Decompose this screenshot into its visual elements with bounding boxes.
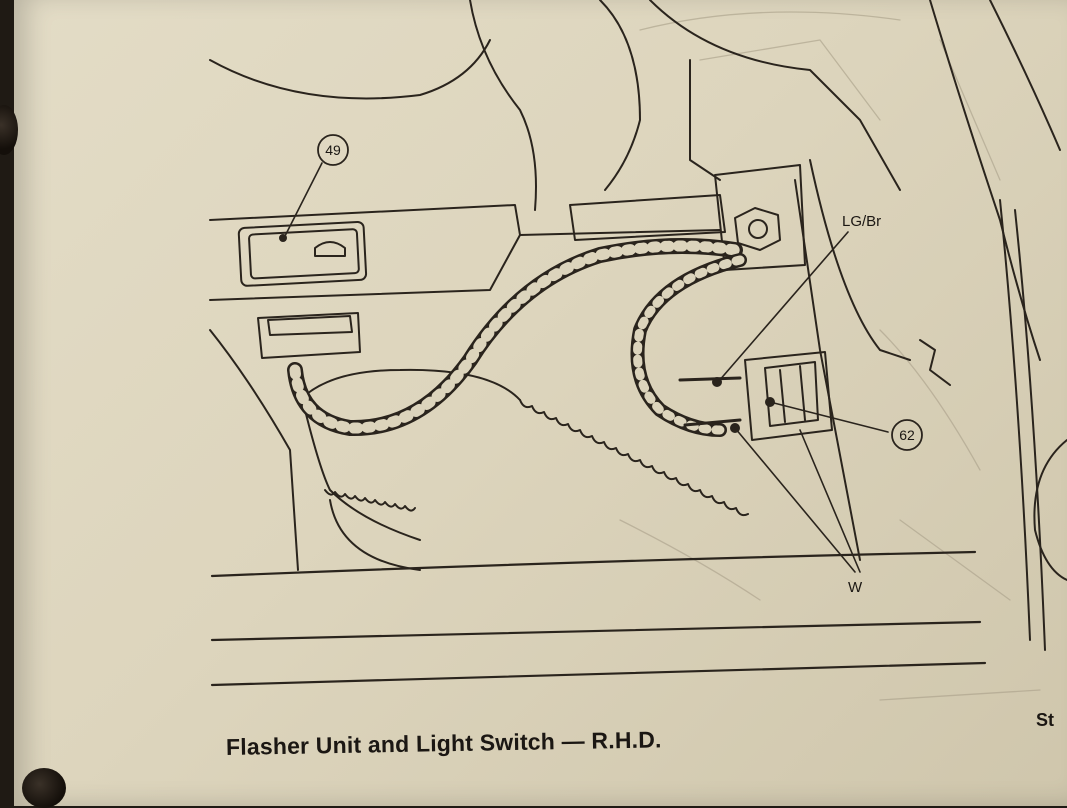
duct-lower-wall — [329, 499, 421, 571]
side-contour — [929, 0, 1041, 361]
leader-49 — [283, 162, 323, 239]
corner-text: St — [1036, 710, 1054, 730]
mount-nut-icon — [734, 207, 781, 251]
flasher-bracket — [569, 194, 726, 241]
light-switch-face — [248, 228, 360, 280]
callout-62-circle — [891, 419, 923, 451]
bracket-post — [689, 59, 721, 181]
light-switch-body — [237, 220, 368, 287]
label-w: W — [848, 579, 863, 596]
rail-bar — [519, 229, 721, 236]
leader-w-a — [734, 427, 856, 573]
heater-duct-body — [304, 409, 421, 541]
left-housing — [209, 329, 299, 571]
pillar-line-2 — [809, 159, 911, 361]
wire-lead-upper — [678, 376, 742, 382]
heater-duct-corrugation — [324, 489, 416, 512]
rule-line-1 — [210, 550, 977, 578]
label-lgbr: LG/Br — [842, 213, 881, 230]
small-clip — [919, 339, 951, 386]
wire-lead-lower — [683, 418, 742, 427]
headlamp-symbol-icon — [314, 241, 346, 257]
dash-arc-right — [469, 0, 537, 211]
leader-62 — [769, 401, 889, 433]
binder-hole-top — [0, 105, 18, 155]
manual-page — [14, 0, 1067, 806]
dash-arc-left — [209, 39, 491, 100]
round-part-edge — [1033, 439, 1067, 581]
callout-49-number: 49 — [325, 142, 341, 158]
callout-62-number: 62 — [899, 427, 915, 443]
right-rail — [999, 199, 1031, 641]
connector-block — [744, 351, 833, 441]
wiring-loom — [287, 238, 747, 437]
steering-column — [599, 0, 641, 191]
connector-rib — [779, 365, 806, 423]
show-through-lines — [619, 11, 1041, 701]
mount-block — [257, 312, 361, 359]
panel-edge — [649, 0, 901, 191]
heater-duct-corrugation-2 — [519, 399, 749, 517]
flasher-mount — [714, 164, 806, 271]
rule-line-3 — [210, 661, 987, 687]
leader-w-b — [799, 429, 861, 573]
pillar-line — [794, 179, 861, 561]
leader-lgbr — [717, 231, 849, 383]
callout-49-circle — [317, 134, 349, 166]
mount-block-top — [267, 315, 353, 336]
rule-line-2 — [210, 620, 982, 642]
heater-duct-top — [299, 368, 521, 401]
connector-plug — [764, 361, 819, 427]
right-rail-2 — [1014, 209, 1046, 651]
mount-bolt-icon — [748, 219, 768, 239]
side-contour-2 — [989, 0, 1061, 151]
